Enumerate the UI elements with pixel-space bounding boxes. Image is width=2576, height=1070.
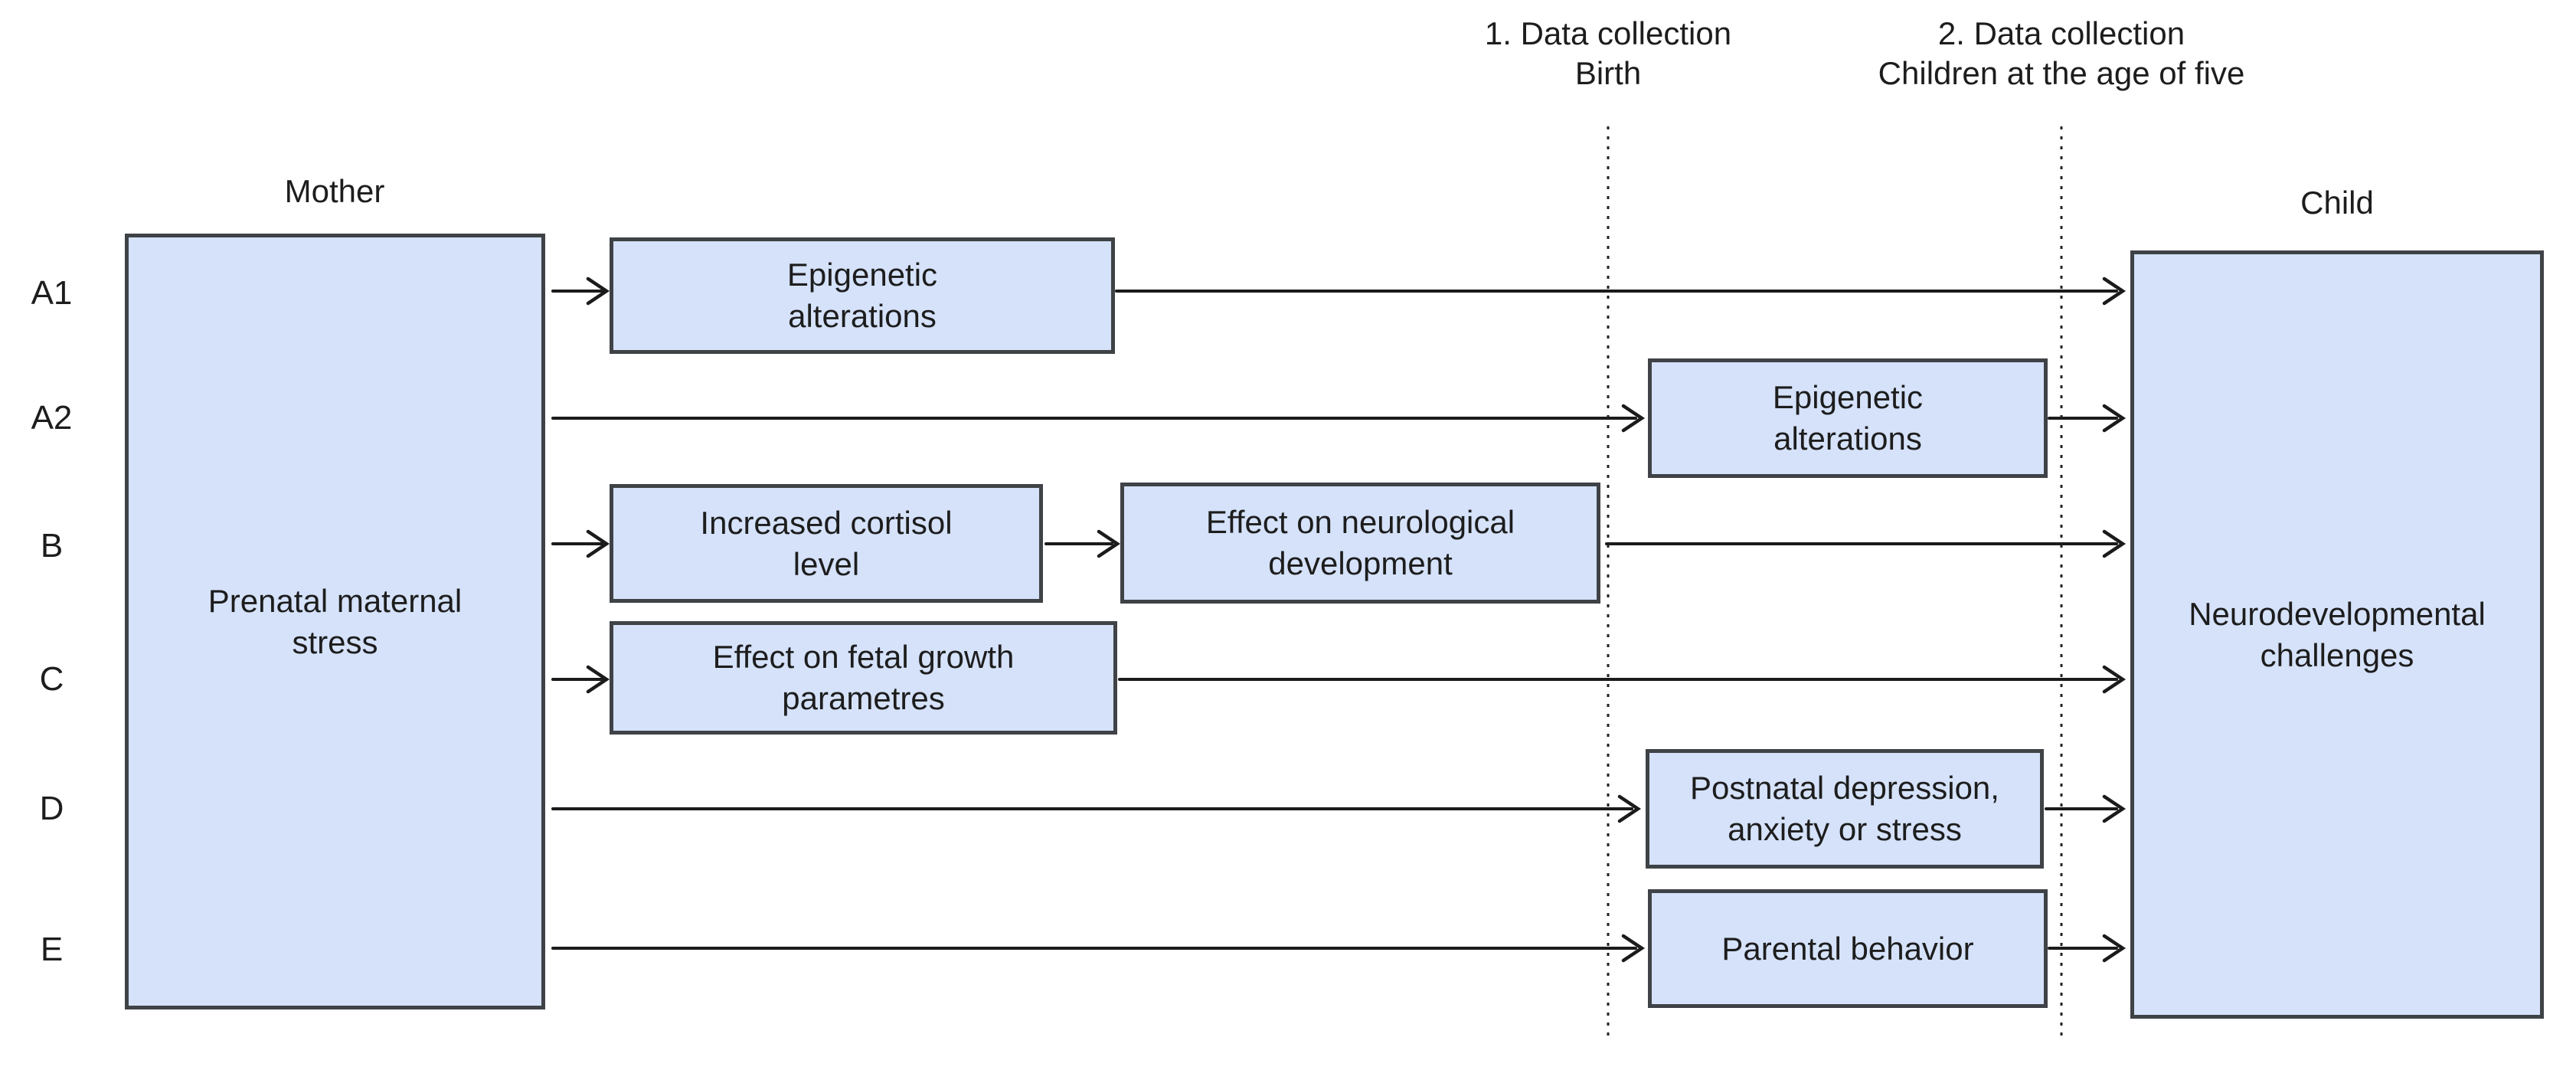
row-label-a2: A2 bbox=[31, 399, 73, 437]
c-box-text: Effect on fetal growth parametres bbox=[712, 639, 1015, 716]
a2-epigenetic-alterations-box: Epigenetic alterations bbox=[1648, 358, 2048, 478]
mother-box-text: Prenatal maternal stress bbox=[208, 582, 463, 660]
a2-box-text: Epigenetic alterations bbox=[1772, 379, 1924, 456]
a1-box-text: Epigenetic alterations bbox=[786, 257, 938, 334]
arrow-d-to-child bbox=[2045, 794, 2127, 823]
d-box-text: Postnatal depression, anxiety or stress bbox=[1690, 770, 1999, 847]
row-label-d: D bbox=[39, 790, 64, 827]
mother-column-label: Mother bbox=[284, 173, 385, 209]
arrow-a1-to-child bbox=[1115, 276, 2127, 306]
child-box: Neurodevelopmental challenges bbox=[2130, 250, 2544, 1019]
c-fetal-growth-box: Effect on fetal growth parametres bbox=[610, 621, 1117, 735]
row-label-a1: A1 bbox=[31, 274, 73, 312]
timeline-2-label-line1: 2. Data collection bbox=[1937, 15, 2185, 51]
timeline-2-label-line2: Children at the age of five bbox=[1878, 55, 2245, 91]
arrow-mother-to-a2-box bbox=[551, 404, 1646, 433]
timeline-1-label-line1: 1. Data collection bbox=[1484, 15, 1732, 51]
arrow-mother-to-b1 bbox=[551, 529, 610, 558]
timeline-2-label: 2. Data collection Children at the age o… bbox=[1755, 14, 2368, 93]
row-label-b: B bbox=[40, 527, 64, 564]
b2-box-text: Effect on neurological development bbox=[1205, 504, 1515, 581]
b-increased-cortisol-box: Increased cortisol level bbox=[610, 484, 1043, 603]
child-column-label: Child bbox=[2300, 185, 2374, 221]
e-parental-behavior-box: Parental behavior bbox=[1648, 889, 2048, 1008]
row-label-e: E bbox=[40, 931, 64, 968]
timeline-1-label-line2: Birth bbox=[1574, 55, 1642, 91]
arrow-mother-to-d-box bbox=[551, 794, 1642, 823]
b-neurological-development-box: Effect on neurological development bbox=[1120, 483, 1600, 604]
arrow-mother-to-c bbox=[551, 665, 610, 694]
arrow-b1-to-b2 bbox=[1044, 529, 1121, 558]
row-label-c: C bbox=[39, 660, 64, 698]
a1-epigenetic-alterations-box: Epigenetic alterations bbox=[610, 237, 1115, 354]
b1-box-text: Increased cortisol level bbox=[700, 504, 953, 582]
arrow-a2-to-child bbox=[2048, 404, 2127, 433]
d-postnatal-depression-box: Postnatal depression, anxiety or stress bbox=[1646, 749, 2044, 869]
arrow-mother-to-e-box bbox=[551, 934, 1646, 963]
arrow-c-to-child bbox=[1118, 665, 2127, 694]
arrow-e-to-child bbox=[2048, 934, 2127, 963]
mother-box: Prenatal maternal stress bbox=[125, 234, 545, 1009]
timeline-1-label: 1. Data collection Birth bbox=[1378, 14, 1838, 93]
e-box-text: Parental behavior bbox=[1721, 930, 1974, 967]
arrow-b2-to-child bbox=[1605, 529, 2127, 558]
child-box-text: Neurodevelopmental challenges bbox=[2189, 595, 2486, 673]
arrow-mother-to-a1 bbox=[551, 276, 610, 306]
